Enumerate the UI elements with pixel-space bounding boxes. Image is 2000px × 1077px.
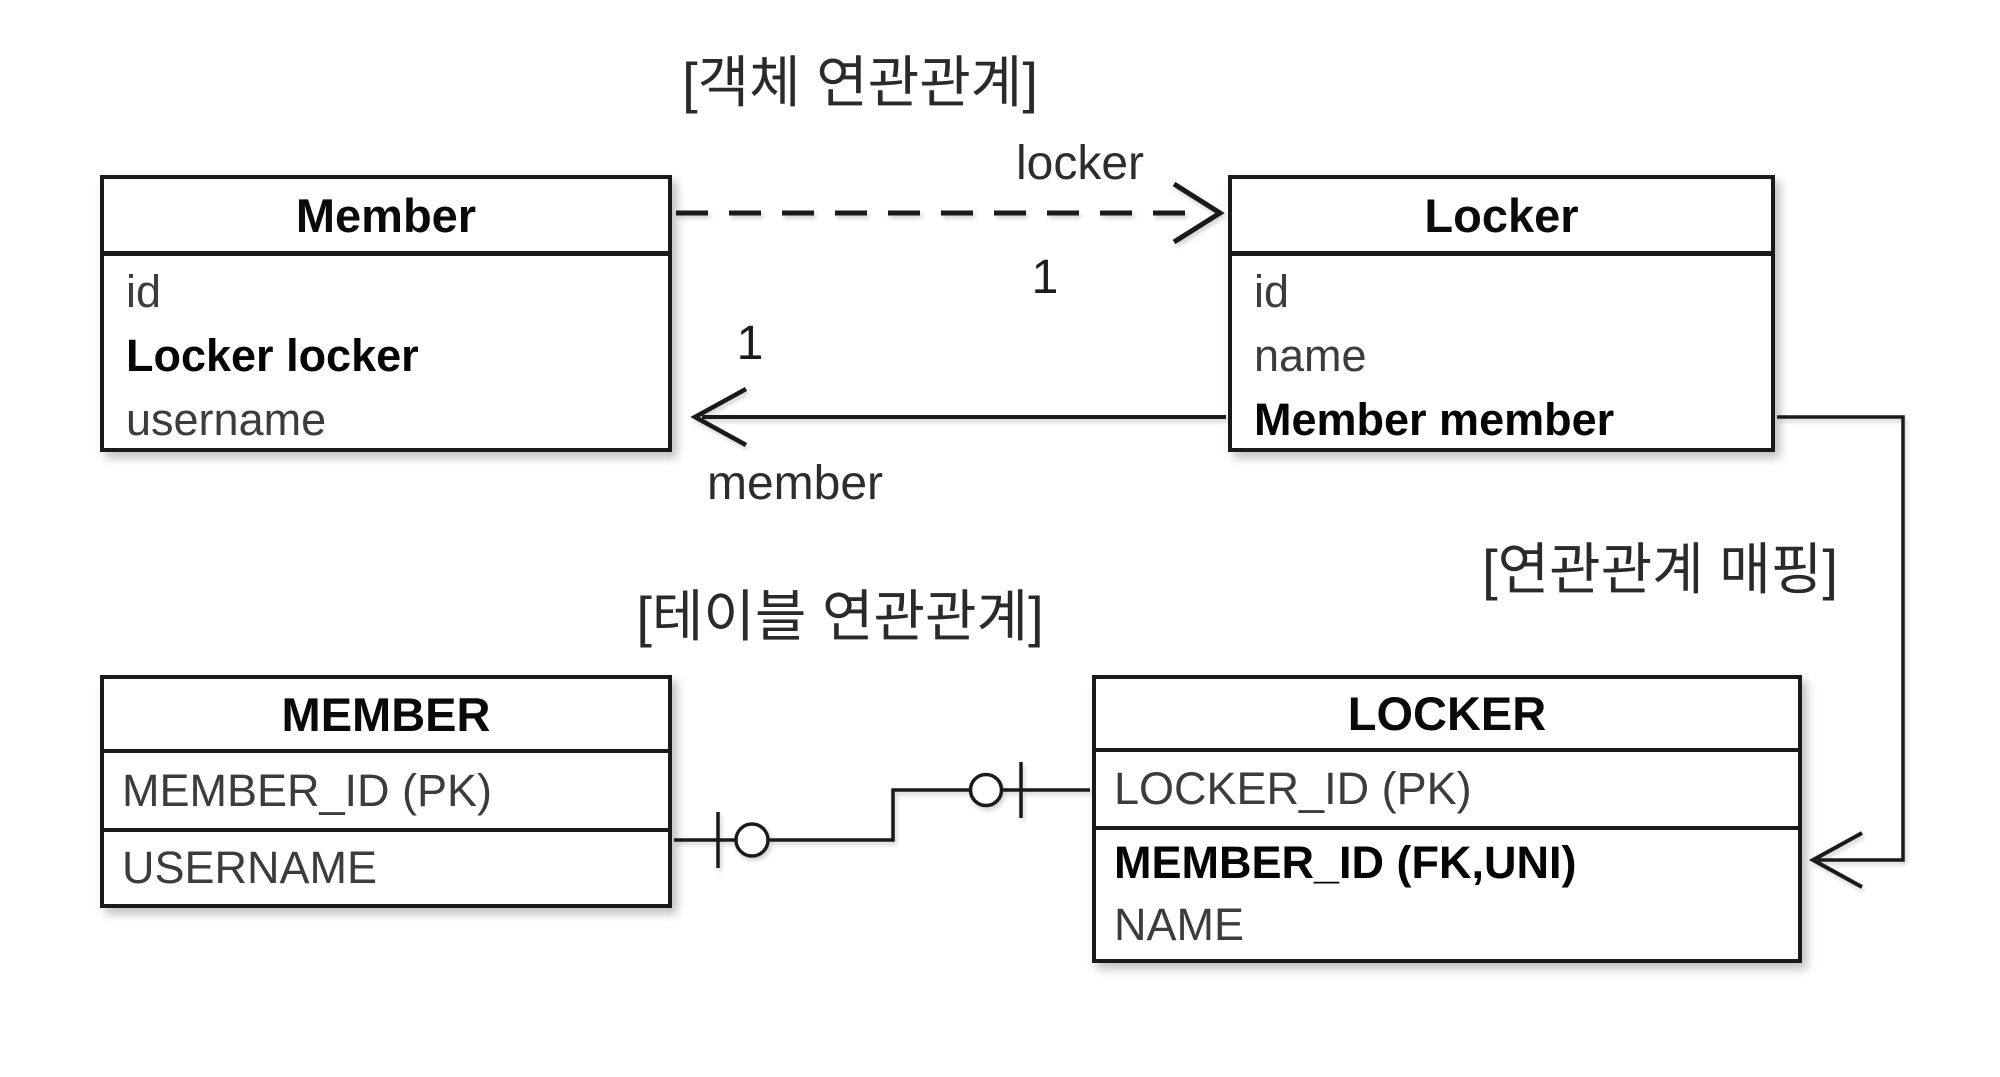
member-table-col-member-id: MEMBER_ID (PK) (104, 753, 668, 832)
locker-table-col-member-id: MEMBER_ID (FK,UNI) (1114, 837, 1577, 888)
locker-association-dashed-arrow (676, 181, 1225, 245)
locker-table-col-name: NAME (1114, 899, 1245, 950)
locker-table-fk-compartment: MEMBER_ID (FK,UNI) NAME (1096, 830, 1798, 956)
member-role-label: member (706, 457, 884, 510)
association-mapping-label: [연관관계 매핑] (1482, 538, 1838, 601)
member-arrowhead-icon (690, 387, 748, 447)
locker-table-box: LOCKER LOCKER_ID (PK) MEMBER_ID (FK,UNI)… (1092, 675, 1802, 963)
mapping-arrowhead-icon (1808, 831, 1863, 889)
member-attr-id: id (126, 266, 162, 317)
zero-marker-locker-side-icon (968, 772, 1004, 808)
member-cardinality-label: 1 (736, 317, 764, 370)
member-class-attributes: id Locker locker username (104, 256, 668, 452)
zero-marker-member-side-icon (734, 822, 770, 858)
locker-cardinality-label: 1 (1031, 251, 1059, 304)
locker-class-title: Locker (1232, 179, 1771, 256)
member-class-title: Member (104, 179, 668, 256)
table-relationship-line (674, 762, 1090, 868)
member-association-solid-arrow (690, 387, 1226, 447)
locker-table-col-locker-id: LOCKER_ID (PK) (1096, 752, 1798, 830)
member-table-col-username: USERNAME (122, 842, 378, 893)
member-attr-username: username (126, 394, 327, 445)
table-association-section-label: [테이블 연관관계] (636, 585, 1044, 648)
member-table-title: MEMBER (104, 679, 668, 753)
locker-class-attributes: id name Member member (1232, 256, 1771, 452)
member-class-box: Member id Locker locker username (100, 175, 672, 452)
locker-table-title: LOCKER (1096, 679, 1798, 752)
locker-attr-name: name (1254, 330, 1367, 381)
member-attr-locker: Locker locker (126, 330, 419, 381)
locker-class-box: Locker id name Member member (1228, 175, 1775, 452)
locker-attr-member: Member member (1254, 394, 1615, 445)
locker-attr-id: id (1254, 266, 1290, 317)
object-association-section-label: [객체 연관관계] (682, 51, 1038, 114)
locker-role-label: locker (1015, 137, 1145, 190)
locker-arrowhead-icon (1172, 181, 1225, 245)
member-table-box: MEMBER MEMBER_ID (PK) USERNAME (100, 675, 672, 908)
